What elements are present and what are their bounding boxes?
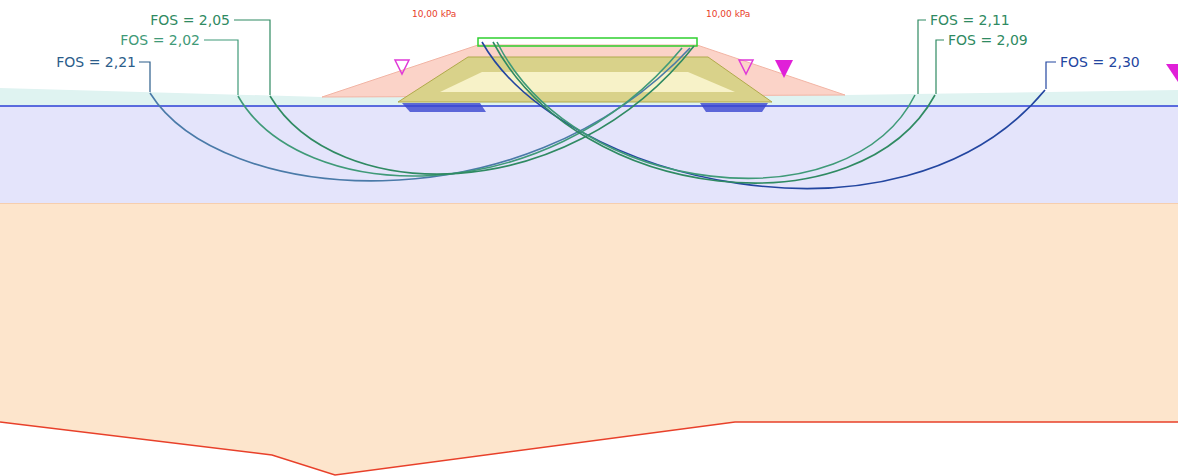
fos-label: FOS = 2,09 bbox=[948, 33, 1028, 47]
soft-layer bbox=[0, 106, 1178, 203]
base-block bbox=[700, 103, 768, 112]
fos-label: FOS = 2,05 bbox=[150, 13, 230, 27]
leader-line bbox=[139, 62, 150, 92]
fos-label: FOS = 2,02 bbox=[120, 33, 200, 47]
water-marker bbox=[739, 60, 753, 74]
leader-line bbox=[1046, 62, 1056, 89]
water-marker bbox=[395, 60, 409, 74]
base-block bbox=[402, 103, 486, 112]
slip-circle bbox=[238, 48, 682, 176]
fos-label: FOS = 2,21 bbox=[56, 55, 136, 69]
leader-line bbox=[918, 20, 926, 94]
core-inner bbox=[440, 72, 735, 92]
slip-circle bbox=[150, 48, 690, 181]
slip-circle bbox=[497, 42, 915, 178]
bedrock-line bbox=[0, 422, 1178, 475]
load-label: 10,00 kPa bbox=[412, 10, 456, 19]
leader-line bbox=[234, 20, 270, 95]
water-table bbox=[0, 105, 1178, 107]
leader-line bbox=[204, 40, 238, 95]
slip-circle bbox=[482, 42, 1045, 188]
water-marker bbox=[1166, 64, 1178, 82]
water-marker bbox=[775, 60, 793, 78]
fos-label: FOS = 2,11 bbox=[930, 13, 1010, 27]
slip-circle bbox=[493, 42, 935, 183]
leader-line bbox=[936, 40, 944, 94]
surcharge-load bbox=[478, 38, 697, 46]
fos-label: FOS = 2,30 bbox=[1060, 55, 1140, 69]
embankment-core bbox=[398, 57, 772, 102]
lower-soil bbox=[0, 203, 1178, 475]
load-label: 10,00 kPa bbox=[706, 10, 750, 19]
